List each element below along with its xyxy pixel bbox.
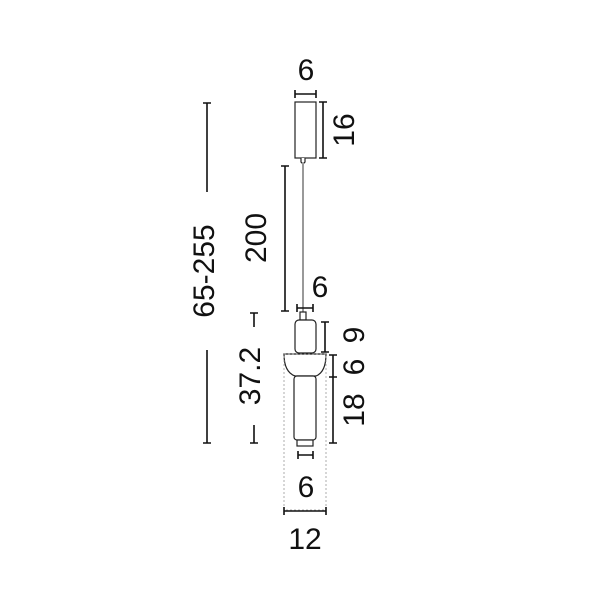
body-height-label: 18 bbox=[338, 393, 371, 426]
lamp-connector bbox=[299, 311, 307, 321]
dim-body-width: 6 bbox=[297, 451, 315, 504]
dim-shade-width: 12 bbox=[283, 507, 327, 556]
connector-width-label: 6 bbox=[312, 271, 329, 304]
canopy-width-label: 6 bbox=[298, 54, 315, 87]
cable-length-label: 200 bbox=[240, 213, 273, 263]
lamp-upper-cylinder bbox=[294, 319, 317, 354]
lamp-body bbox=[293, 375, 317, 441]
lamp-bottom-cap bbox=[296, 439, 314, 447]
upper-section-label: 9 bbox=[338, 327, 371, 344]
dim-upper-section: 9 bbox=[321, 321, 371, 353]
body-width-label: 6 bbox=[298, 471, 315, 504]
dim-body-height: 6 18 bbox=[329, 354, 371, 444]
total-height-label: 65-255 bbox=[188, 224, 221, 317]
ceiling-canopy bbox=[294, 101, 317, 159]
dim-canopy-width: 6 bbox=[294, 54, 317, 98]
dim-lamp-height: 37.2 bbox=[234, 312, 267, 444]
lamp-height-label: 37.2 bbox=[234, 347, 267, 405]
dim-total-height: 65-255 bbox=[188, 102, 221, 444]
light-projection-outline bbox=[283, 353, 327, 511]
canopy-height-label: 16 bbox=[328, 113, 361, 146]
dim-canopy-height: 16 bbox=[319, 101, 361, 159]
shade-section-label: 6 bbox=[338, 359, 371, 376]
dim-cable-length: 200 bbox=[240, 165, 289, 312]
canopy-connector bbox=[300, 158, 306, 165]
shade-width-label: 12 bbox=[288, 523, 321, 556]
dim-connector-width: 6 bbox=[296, 271, 329, 312]
lamp-shade bbox=[283, 353, 327, 377]
